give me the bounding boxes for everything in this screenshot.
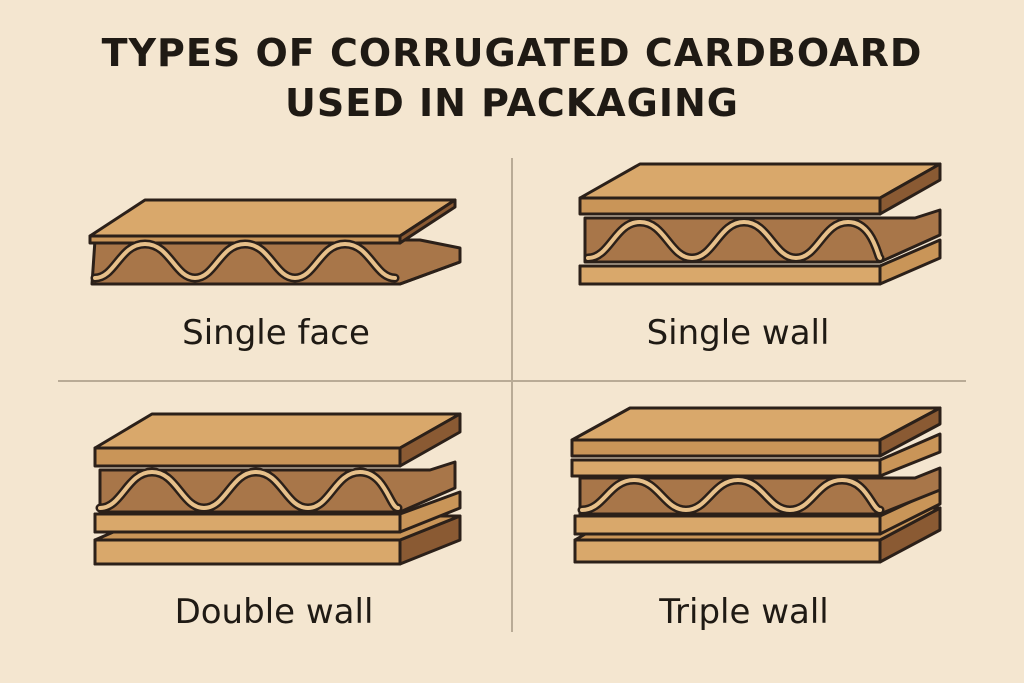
vertical-divider <box>511 158 513 632</box>
label-single-wall: Single wall <box>646 313 830 353</box>
page-title: TYPES OF CORRUGATED CARDBOARD USED IN PA… <box>0 28 1024 128</box>
single-face-illustration <box>88 198 462 286</box>
single-wall-illustration <box>578 162 942 286</box>
title-line-1: TYPES OF CORRUGATED CARDBOARD <box>101 31 923 75</box>
horizontal-divider <box>58 380 966 382</box>
title-line-2: USED IN PACKAGING <box>285 81 739 125</box>
double-wall-illustration <box>93 412 462 566</box>
label-single-face: Single face <box>182 313 370 353</box>
label-double-wall: Double wall <box>174 592 374 632</box>
label-triple-wall: Triple wall <box>659 592 829 632</box>
